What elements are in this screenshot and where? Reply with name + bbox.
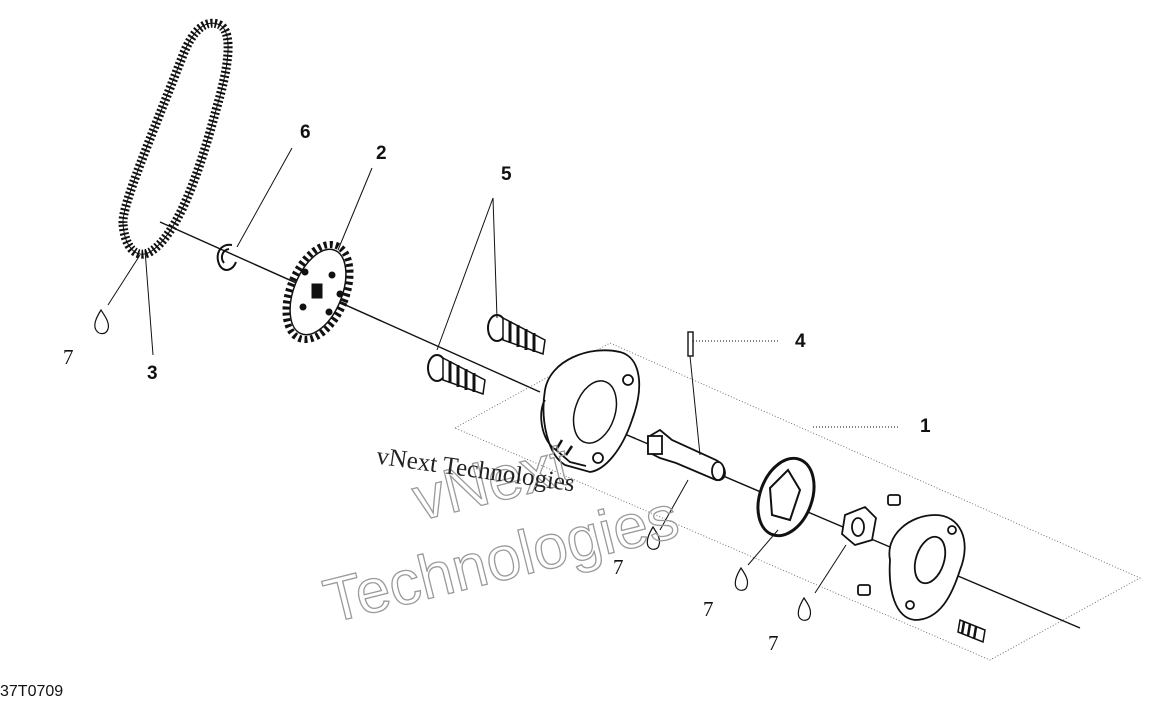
callout-6: 6	[300, 122, 311, 143]
watermark: vNext Technologies vNext Technologies	[317, 429, 686, 638]
sprocket-gear	[282, 240, 354, 344]
mounting-screw-upper	[487, 314, 546, 356]
oil-callout-7: 7	[703, 597, 714, 621]
callout-2: 2	[376, 143, 387, 164]
oil-callout-7: 7	[63, 345, 74, 369]
drive-pin	[687, 331, 701, 456]
inner-rotor	[841, 505, 877, 547]
oil-drop-icon	[797, 596, 812, 621]
timing-chain	[118, 18, 233, 259]
callout-5: 5	[501, 164, 512, 185]
callout-3: 3	[147, 363, 158, 384]
leader-lines	[107, 147, 900, 594]
callout-1: 1	[920, 416, 931, 437]
figure-code: 37T0709	[0, 683, 64, 700]
circlip	[216, 243, 237, 271]
callout-4: 4	[795, 331, 806, 352]
oil-callout-7: 7	[613, 555, 624, 579]
pump-cover	[540, 349, 641, 473]
mounting-screw-lower	[427, 354, 486, 396]
oil-drop-icon	[94, 308, 110, 335]
oil-drop-icon	[646, 525, 661, 550]
outer-rotor	[756, 456, 816, 538]
pump-shaft	[647, 428, 726, 481]
oil-callout-7: 7	[768, 631, 779, 655]
pump-body	[857, 494, 986, 644]
oil-drop-icon	[734, 566, 749, 591]
